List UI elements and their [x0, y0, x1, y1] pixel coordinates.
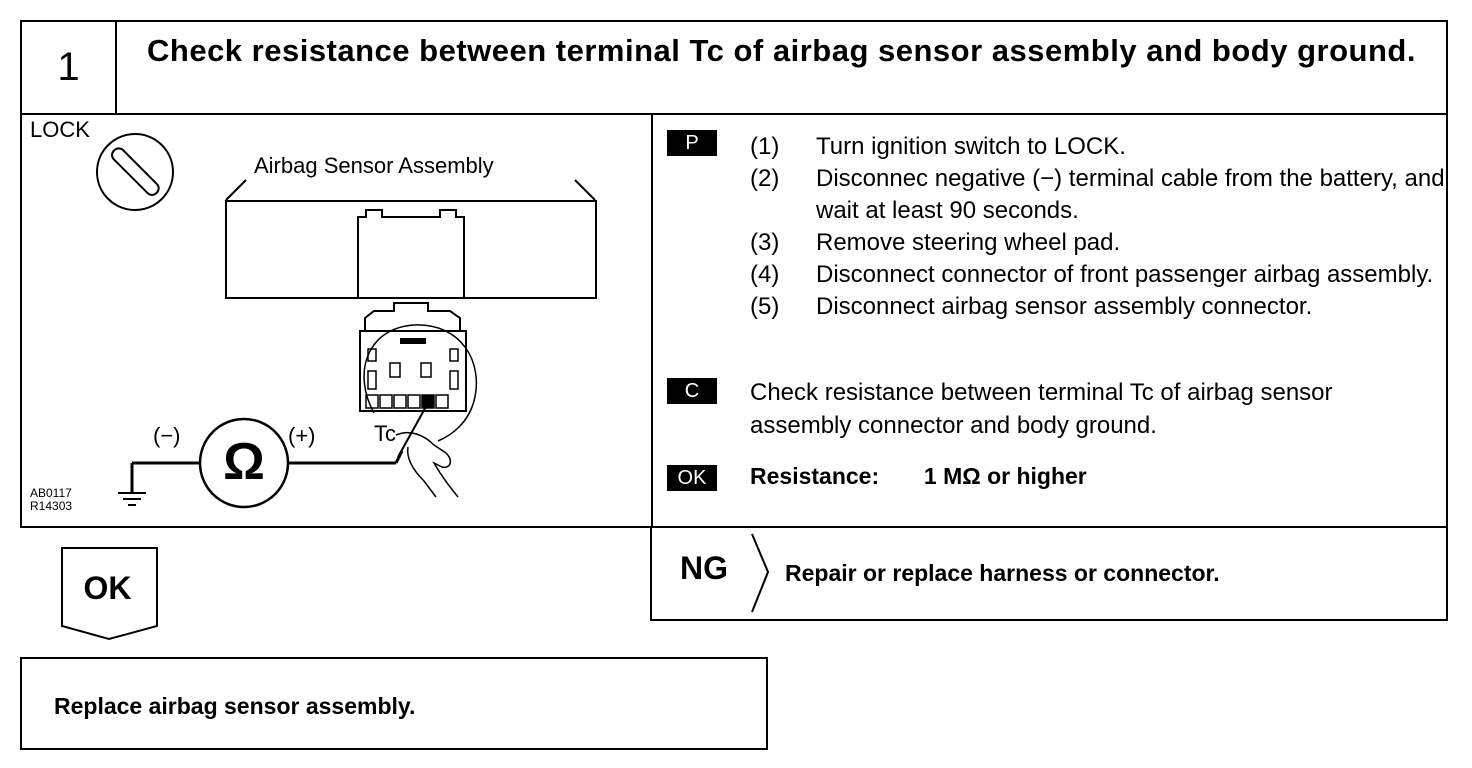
prepare-tag: P	[667, 130, 717, 156]
step-title: Check resistance between terminal Tc of …	[147, 33, 1416, 68]
ok-tag: OK	[667, 465, 717, 491]
ground-icon	[118, 492, 146, 506]
list-item: (3)Remove steering wheel pad.	[750, 229, 1121, 256]
sensor-label: Airbag Sensor Assembly	[254, 153, 494, 178]
lock-label: LOCK	[30, 117, 90, 142]
ohm-symbol: Ω	[223, 433, 265, 491]
list-item: (2)Disconnec negative (−) terminal cable…	[750, 165, 1445, 224]
ng-branch: NG Repair or replace harness or connecto…	[650, 526, 1448, 621]
step-header: 1 Check resistance between terminal Tc o…	[20, 20, 1448, 115]
circuit-diagram	[96, 133, 597, 509]
probe-icon	[395, 402, 459, 498]
step-number: 1	[22, 22, 117, 113]
ng-label: NG	[680, 550, 728, 586]
result-spec: Resistance: 1 MΩ or higher	[750, 463, 1087, 490]
result-value: 1 MΩ or higher	[923, 463, 1087, 489]
list-item: (5)Disconnect airbag sensor assembly con…	[750, 293, 1313, 320]
plus-label: (+)	[288, 423, 316, 448]
list-item: (4)Disconnect connector of front passeng…	[750, 261, 1434, 288]
sensor-assembly-icon	[225, 179, 597, 299]
main-panel: LOCK	[20, 113, 1448, 528]
final-action: Replace airbag sensor assembly.	[54, 693, 416, 719]
terminal-label: Tc	[374, 421, 396, 446]
connector-icon	[359, 302, 478, 442]
ok-arrow-icon	[61, 547, 158, 641]
ohmmeter-icon	[130, 417, 404, 509]
procedure-steps: (1)Turn ignition switch to LOCK. (2)Disc…	[750, 131, 1450, 323]
ok-label: OK	[83, 570, 132, 606]
figure-code: AB0117 R14303	[30, 486, 73, 513]
minus-label: (−)	[153, 423, 181, 448]
final-action-box: Replace airbag sensor assembly.	[20, 657, 768, 750]
ng-chevron-icon	[751, 533, 770, 613]
check-tag: C	[667, 378, 717, 404]
ng-action: Repair or replace harness or connector.	[785, 560, 1220, 586]
result-label: Resistance:	[750, 463, 880, 489]
check-instruction: Check resistance between terminal Tc of …	[750, 379, 1333, 439]
list-item: (1)Turn ignition switch to LOCK.	[750, 133, 1126, 160]
panel-divider	[651, 113, 653, 526]
ignition-lock-icon	[96, 133, 174, 211]
